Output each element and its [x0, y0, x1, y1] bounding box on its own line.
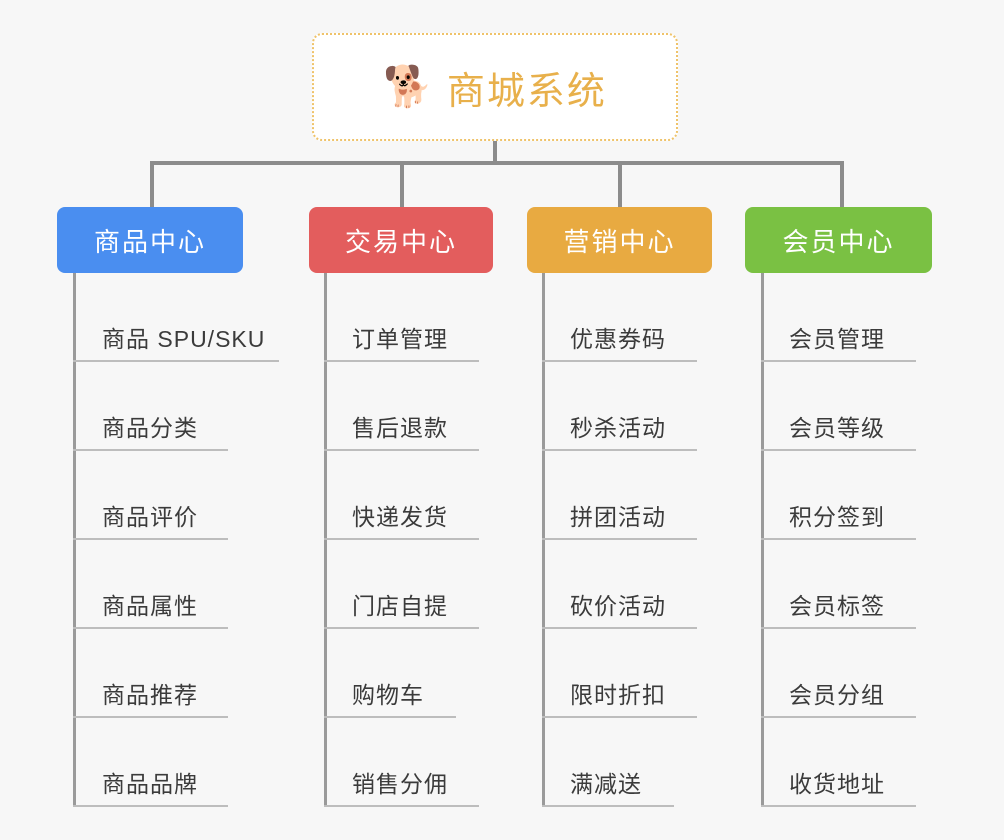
category-header-label: 营销中心: [563, 226, 676, 257]
leaf-item[interactable]: 销售分佣: [324, 718, 479, 807]
leaf-item-label: 会员分组: [789, 682, 885, 708]
shiba-dog-icon: 🐕: [383, 65, 433, 109]
leaf-item[interactable]: 积分签到: [761, 451, 916, 540]
category-header-trade-center[interactable]: 交易中心: [309, 207, 493, 273]
leaf-item[interactable]: 满减送: [542, 718, 674, 807]
leaf-item-rule: [542, 716, 697, 718]
leaf-item-rule: [542, 360, 697, 362]
leaf-item[interactable]: 拼团活动: [542, 451, 697, 540]
leaf-item[interactable]: 商品 SPU/SKU: [73, 273, 279, 362]
leaf-item[interactable]: 快递发货: [324, 451, 479, 540]
leaf-item-rule: [73, 360, 279, 362]
leaf-item[interactable]: 会员分组: [761, 629, 916, 718]
leaf-item[interactable]: 商品推荐: [73, 629, 228, 718]
leaf-item[interactable]: 会员等级: [761, 362, 916, 451]
bus-connector: [150, 161, 844, 165]
leaf-item[interactable]: 商品分类: [73, 362, 228, 451]
leaf-item-label: 商品 SPU/SKU: [102, 326, 266, 352]
leaf-item[interactable]: 收货地址: [761, 718, 916, 807]
leaf-item-label: 商品品牌: [102, 771, 198, 797]
leaf-item-label: 秒杀活动: [570, 415, 666, 441]
category-header-marketing-center[interactable]: 营销中心: [527, 207, 712, 273]
leaf-item-label: 优惠券码: [570, 326, 666, 352]
leaf-spine: [324, 273, 327, 807]
leaf-item-rule: [761, 805, 916, 807]
leaf-item-rule: [324, 360, 479, 362]
leaf-spine: [761, 273, 764, 807]
leaf-spine: [542, 273, 545, 807]
leaf-item-rule: [324, 449, 479, 451]
category-header-product-center[interactable]: 商品中心: [57, 207, 243, 273]
leaf-item-rule: [324, 716, 456, 718]
leaf-item-label: 门店自提: [352, 593, 448, 619]
leaf-item[interactable]: 商品品牌: [73, 718, 228, 807]
leaf-item[interactable]: 购物车: [324, 629, 456, 718]
drop-connector-2: [400, 161, 404, 207]
leaf-item-label: 满减送: [570, 771, 642, 797]
leaf-item-label: 快递发货: [352, 504, 448, 530]
leaf-item[interactable]: 优惠券码: [542, 273, 697, 362]
category-header-label: 交易中心: [344, 226, 457, 257]
leaf-item-rule: [542, 449, 697, 451]
drop-connector-1: [150, 161, 154, 207]
leaf-item-rule: [73, 716, 228, 718]
leaf-item-label: 收货地址: [789, 771, 885, 797]
leaf-item-rule: [73, 538, 228, 540]
leaf-item-rule: [761, 627, 916, 629]
leaf-item-rule: [761, 360, 916, 362]
leaf-item-label: 限时折扣: [570, 682, 666, 708]
category-header-label: 会员中心: [782, 226, 895, 257]
leaf-spine: [73, 273, 76, 807]
leaf-item-label: 会员等级: [789, 415, 885, 441]
leaf-item-rule: [324, 538, 479, 540]
leaf-item-label: 订单管理: [352, 326, 448, 352]
leaf-item-rule: [542, 627, 697, 629]
leaf-item-label: 砍价活动: [570, 593, 666, 619]
leaf-item[interactable]: 售后退款: [324, 362, 479, 451]
leaf-item-rule: [73, 627, 228, 629]
leaf-item-label: 拼团活动: [570, 504, 666, 530]
leaf-item-label: 会员管理: [789, 326, 885, 352]
leaf-item[interactable]: 会员管理: [761, 273, 916, 362]
leaf-item[interactable]: 限时折扣: [542, 629, 697, 718]
leaf-item-rule: [324, 805, 479, 807]
leaf-item-label: 销售分佣: [352, 771, 448, 797]
leaf-item-rule: [761, 716, 916, 718]
leaf-item-label: 售后退款: [352, 415, 448, 441]
leaf-item-label: 商品推荐: [102, 682, 198, 708]
leaf-item[interactable]: 砍价活动: [542, 540, 697, 629]
trunk-connector: [493, 141, 497, 164]
leaf-item-rule: [542, 538, 697, 540]
leaf-item-label: 商品分类: [102, 415, 198, 441]
leaf-item-label: 购物车: [352, 682, 424, 708]
leaf-item-rule: [542, 805, 674, 807]
category-header-member-center[interactable]: 会员中心: [745, 207, 932, 273]
drop-connector-4: [840, 161, 844, 207]
leaf-item[interactable]: 会员标签: [761, 540, 916, 629]
leaf-item-rule: [73, 805, 228, 807]
leaf-item-rule: [761, 449, 916, 451]
leaf-item-rule: [73, 449, 228, 451]
leaf-item[interactable]: 订单管理: [324, 273, 479, 362]
leaf-item[interactable]: 商品评价: [73, 451, 228, 540]
root-title: 商城系统: [446, 70, 607, 113]
leaf-item[interactable]: 秒杀活动: [542, 362, 697, 451]
leaf-item-label: 商品评价: [102, 504, 198, 530]
leaf-item-label: 商品属性: [102, 593, 198, 619]
leaf-item-rule: [324, 627, 479, 629]
root-node[interactable]: 🐕 商城系统: [312, 33, 678, 141]
leaf-item-label: 会员标签: [789, 593, 885, 619]
leaf-item[interactable]: 商品属性: [73, 540, 228, 629]
category-header-label: 商品中心: [93, 226, 206, 257]
leaf-item-label: 积分签到: [789, 504, 885, 530]
drop-connector-3: [618, 161, 622, 207]
leaf-item-rule: [761, 538, 916, 540]
leaf-item[interactable]: 门店自提: [324, 540, 479, 629]
